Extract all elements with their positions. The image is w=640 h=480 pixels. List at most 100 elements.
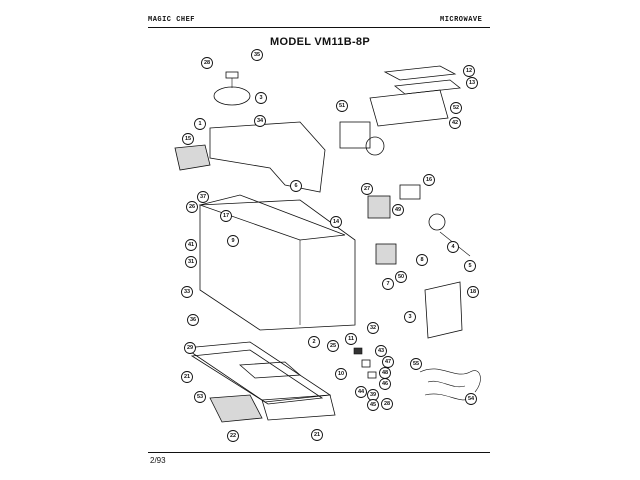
part-callout: 53 bbox=[194, 391, 206, 403]
part-callout: 55 bbox=[410, 358, 422, 370]
svg-text:47: 47 bbox=[385, 359, 391, 365]
part-callout: 17 bbox=[220, 210, 232, 222]
svg-text:26: 26 bbox=[189, 204, 195, 210]
svg-text:45: 45 bbox=[370, 402, 376, 408]
svg-text:32: 32 bbox=[370, 325, 376, 331]
part-callout: 1 bbox=[194, 118, 206, 130]
svg-text:34: 34 bbox=[257, 118, 264, 124]
part-callout: 28 bbox=[201, 57, 213, 69]
part-callout: 47 bbox=[382, 356, 394, 368]
part-callout: 44 bbox=[355, 386, 367, 398]
svg-text:10: 10 bbox=[338, 371, 344, 377]
svg-text:7: 7 bbox=[386, 281, 389, 287]
svg-text:14: 14 bbox=[333, 219, 340, 225]
svg-text:22: 22 bbox=[230, 433, 236, 439]
svg-text:51: 51 bbox=[339, 103, 345, 109]
part-callout: 34 bbox=[254, 115, 266, 127]
outer-cover bbox=[174, 121, 326, 193]
svg-text:11: 11 bbox=[348, 336, 354, 342]
part-callout: 3 bbox=[255, 92, 267, 104]
svg-text:50: 50 bbox=[398, 274, 404, 280]
svg-text:46: 46 bbox=[382, 381, 388, 387]
part-callout: 22 bbox=[227, 430, 239, 442]
svg-text:5: 5 bbox=[468, 263, 471, 269]
part-callout: 41 bbox=[185, 239, 197, 251]
part-callout: 16 bbox=[423, 174, 435, 186]
revision-date: 2/93 bbox=[150, 456, 166, 465]
part-callout: 37 bbox=[197, 191, 209, 203]
svg-text:28: 28 bbox=[204, 60, 210, 66]
svg-text:3: 3 bbox=[259, 95, 262, 101]
part-callout: 6 bbox=[290, 180, 302, 192]
part-callout: 48 bbox=[379, 367, 391, 379]
svg-text:17: 17 bbox=[223, 213, 229, 219]
part-callout: 12 bbox=[463, 65, 475, 77]
svg-text:54: 54 bbox=[468, 396, 475, 402]
part-callout: 9 bbox=[227, 235, 239, 247]
svg-text:33: 33 bbox=[184, 289, 190, 295]
part-callout: 27 bbox=[361, 183, 373, 195]
part-callout: 29 bbox=[184, 342, 196, 354]
oven-cavity bbox=[198, 194, 356, 331]
part-callout: 31 bbox=[185, 256, 197, 268]
part-callout: 35 bbox=[251, 49, 263, 61]
part-callout: 45 bbox=[367, 399, 379, 411]
part-callout: 46 bbox=[379, 378, 391, 390]
svg-text:31: 31 bbox=[188, 259, 194, 265]
svg-text:16: 16 bbox=[426, 177, 432, 183]
part-callout: 13 bbox=[466, 77, 478, 89]
svg-text:3: 3 bbox=[408, 314, 411, 320]
part-callout: 5 bbox=[464, 260, 476, 272]
part-callout: 50 bbox=[395, 271, 407, 283]
part-callout: 21 bbox=[181, 371, 193, 383]
svg-text:41: 41 bbox=[188, 242, 194, 248]
part-callout: 3 bbox=[404, 311, 416, 323]
part-callout: 2 bbox=[308, 336, 320, 348]
part-callout: 21 bbox=[311, 429, 323, 441]
part-callout: 7 bbox=[382, 278, 394, 290]
svg-text:27: 27 bbox=[364, 186, 370, 192]
svg-text:36: 36 bbox=[190, 317, 196, 323]
svg-text:49: 49 bbox=[395, 207, 401, 213]
svg-text:8: 8 bbox=[420, 257, 423, 263]
part-callout: 52 bbox=[450, 102, 462, 114]
part-callout: 15 bbox=[182, 133, 194, 145]
turntable-tray bbox=[213, 71, 251, 106]
part-callout: 33 bbox=[181, 286, 193, 298]
svg-text:21: 21 bbox=[314, 432, 320, 438]
model-title: MODEL VM11B-8P bbox=[270, 36, 370, 48]
svg-text:37: 37 bbox=[200, 194, 206, 200]
part-callout: 18 bbox=[467, 286, 479, 298]
svg-text:29: 29 bbox=[187, 345, 193, 351]
brand-label: MAGIC CHEF bbox=[148, 16, 196, 24]
part-callout: 49 bbox=[392, 204, 404, 216]
part-callout: 39 bbox=[367, 389, 379, 401]
svg-text:53: 53 bbox=[197, 394, 203, 400]
svg-text:44: 44 bbox=[358, 389, 365, 395]
part-callout: 4 bbox=[447, 241, 459, 253]
part-callout: 10 bbox=[335, 368, 347, 380]
grease-filters bbox=[369, 65, 462, 127]
magnetron bbox=[367, 184, 446, 265]
svg-text:42: 42 bbox=[452, 120, 458, 126]
header-rule bbox=[148, 27, 490, 28]
interlock-switches bbox=[353, 347, 377, 379]
svg-text:12: 12 bbox=[466, 68, 472, 74]
svg-text:6: 6 bbox=[294, 183, 297, 189]
svg-text:15: 15 bbox=[185, 136, 191, 142]
svg-text:9: 9 bbox=[231, 238, 234, 244]
footer-rule bbox=[148, 452, 490, 453]
svg-text:28: 28 bbox=[384, 401, 390, 407]
svg-text:43: 43 bbox=[378, 348, 384, 354]
svg-text:48: 48 bbox=[382, 370, 388, 376]
part-callout: 51 bbox=[336, 100, 348, 112]
svg-text:25: 25 bbox=[330, 343, 336, 349]
part-callout: 11 bbox=[345, 333, 357, 345]
part-callout: 14 bbox=[330, 216, 342, 228]
svg-text:35: 35 bbox=[254, 52, 260, 58]
part-callout: 26 bbox=[186, 201, 198, 213]
part-callout: 54 bbox=[465, 393, 477, 405]
svg-text:21: 21 bbox=[184, 374, 190, 380]
part-callout: 25 bbox=[327, 340, 339, 352]
